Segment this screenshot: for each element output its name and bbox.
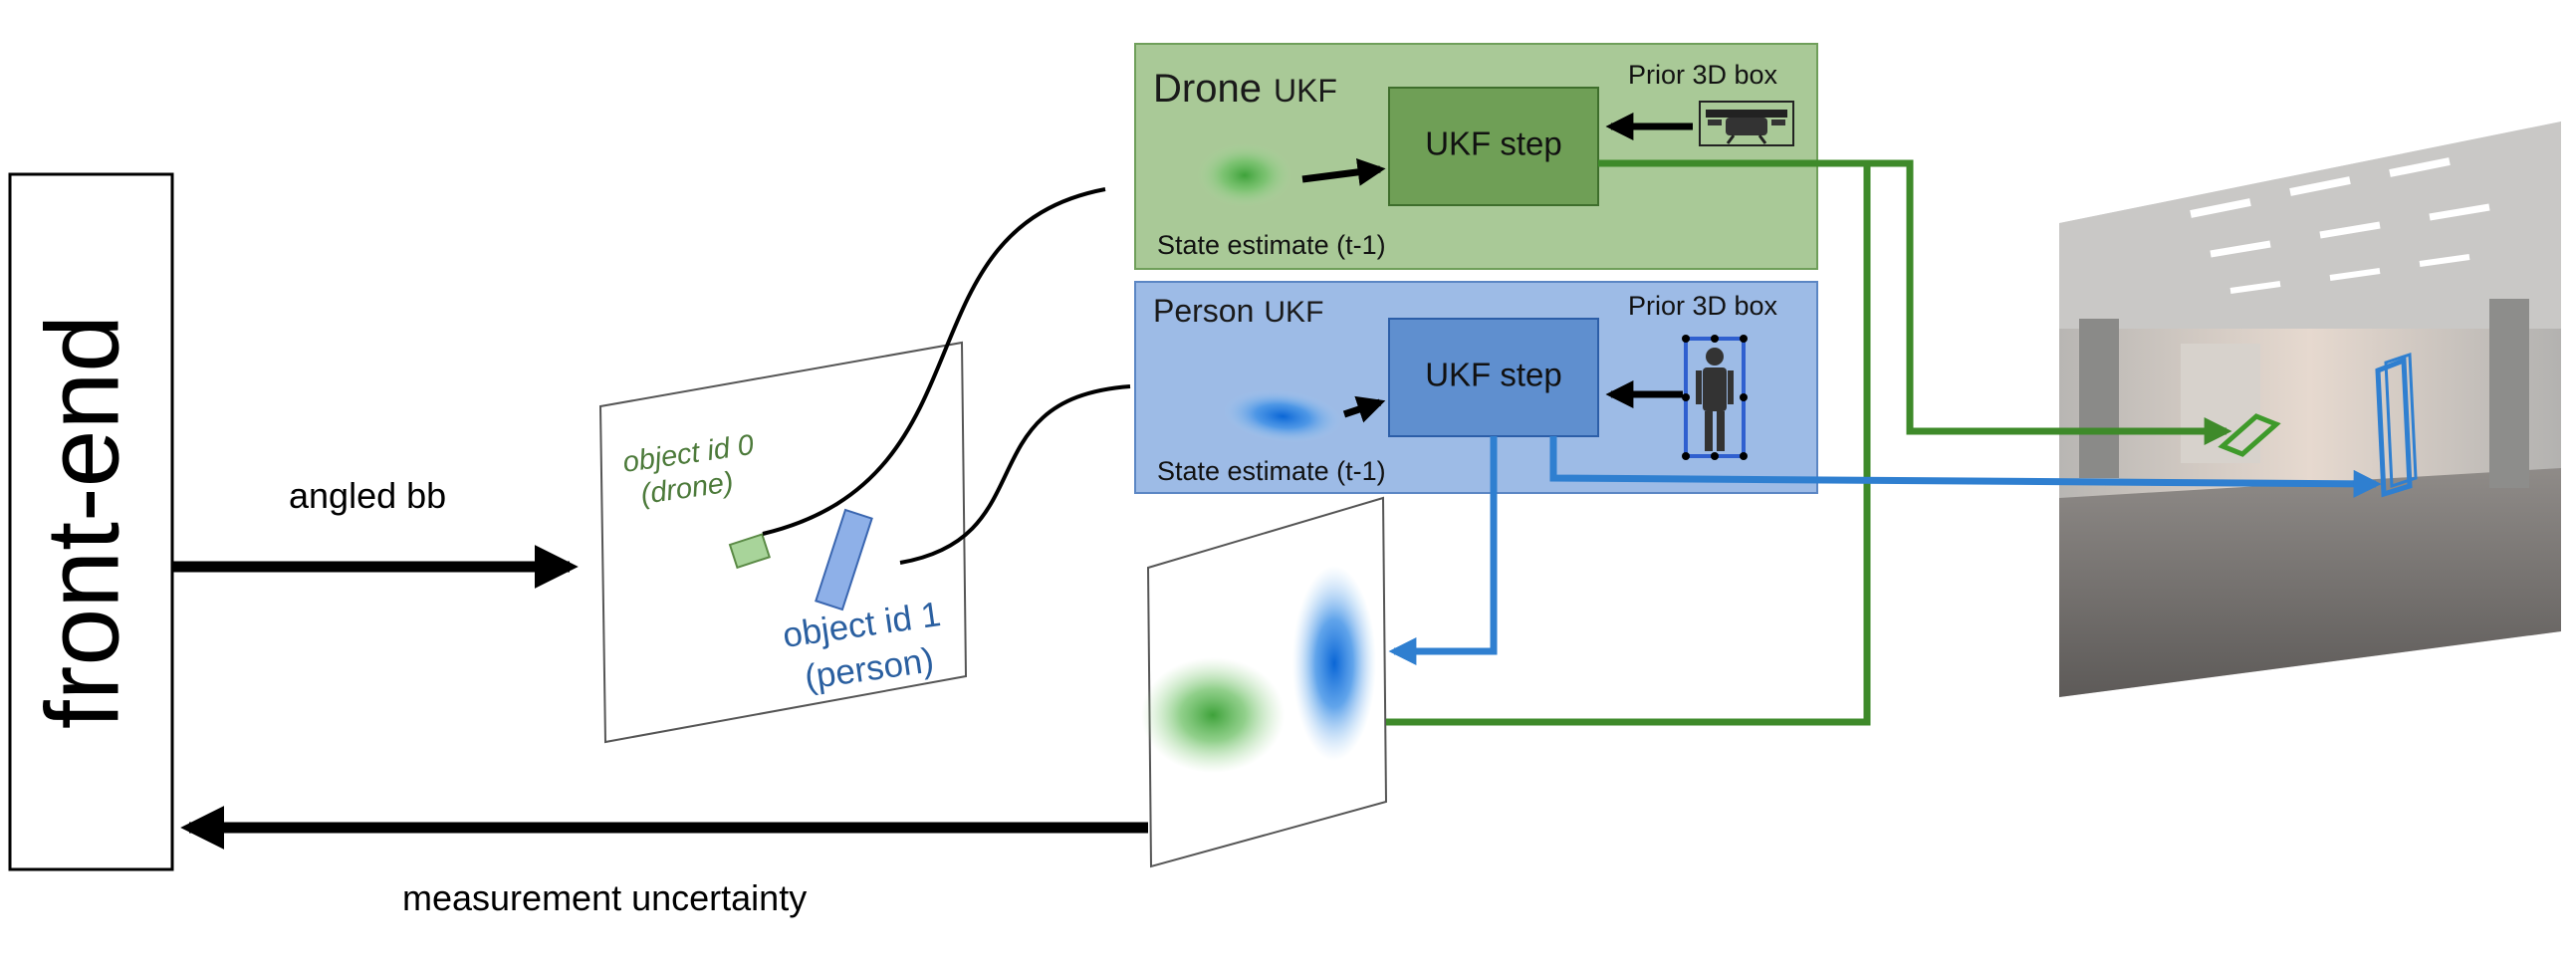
drone-bbox: [728, 533, 772, 570]
person-ukf-step-label: UKF step: [1425, 357, 1562, 393]
front-end-box: front-end: [8, 172, 174, 871]
room-photo: [2059, 122, 2561, 697]
drone-prior-label: Prior 3D box: [1628, 60, 1778, 90]
projected-drone-box: [2218, 413, 2281, 457]
drone-icon: [1699, 101, 1794, 146]
front-end-label: front-end: [25, 315, 140, 729]
drone-association-curve: [762, 187, 1106, 536]
drone-state-gaussian: [1197, 143, 1292, 207]
person-prior-label: Prior 3D box: [1628, 291, 1778, 321]
measurement-uncertainty-label: measurement uncertainty: [402, 877, 807, 918]
drone-state-label: State estimate (t-1): [1157, 230, 1386, 260]
green-uncertainty-gaussian: [1141, 657, 1285, 773]
drone-output-arrows: [1386, 159, 2232, 726]
person-association-curve: [899, 384, 1131, 565]
measurement-uncertainty-arrow: measurement uncertainty: [180, 806, 1148, 918]
person-bbox: [815, 508, 873, 611]
person-output-arrows: [1388, 436, 2382, 665]
projected-person-box: [2375, 357, 2413, 498]
person-ukf-step-box: [1388, 318, 1599, 437]
association-arrows: [762, 187, 1131, 565]
angled-bb-label: angled bb: [289, 475, 446, 516]
angled-bb-arrow: angled bb: [172, 475, 579, 589]
image-plane: object id 0 (drone) object id 1 (person): [598, 341, 968, 744]
drone-ukf-step-box: [1388, 87, 1599, 206]
person-icon: [1682, 335, 1748, 460]
drone-ukf-step-label: UKF step: [1425, 125, 1562, 162]
person-state-gaussian: [1223, 389, 1342, 443]
uncertainty-plane: [1141, 496, 1388, 868]
person-state-label: State estimate (t-1): [1157, 456, 1386, 486]
blue-uncertainty-gaussian: [1292, 566, 1376, 761]
